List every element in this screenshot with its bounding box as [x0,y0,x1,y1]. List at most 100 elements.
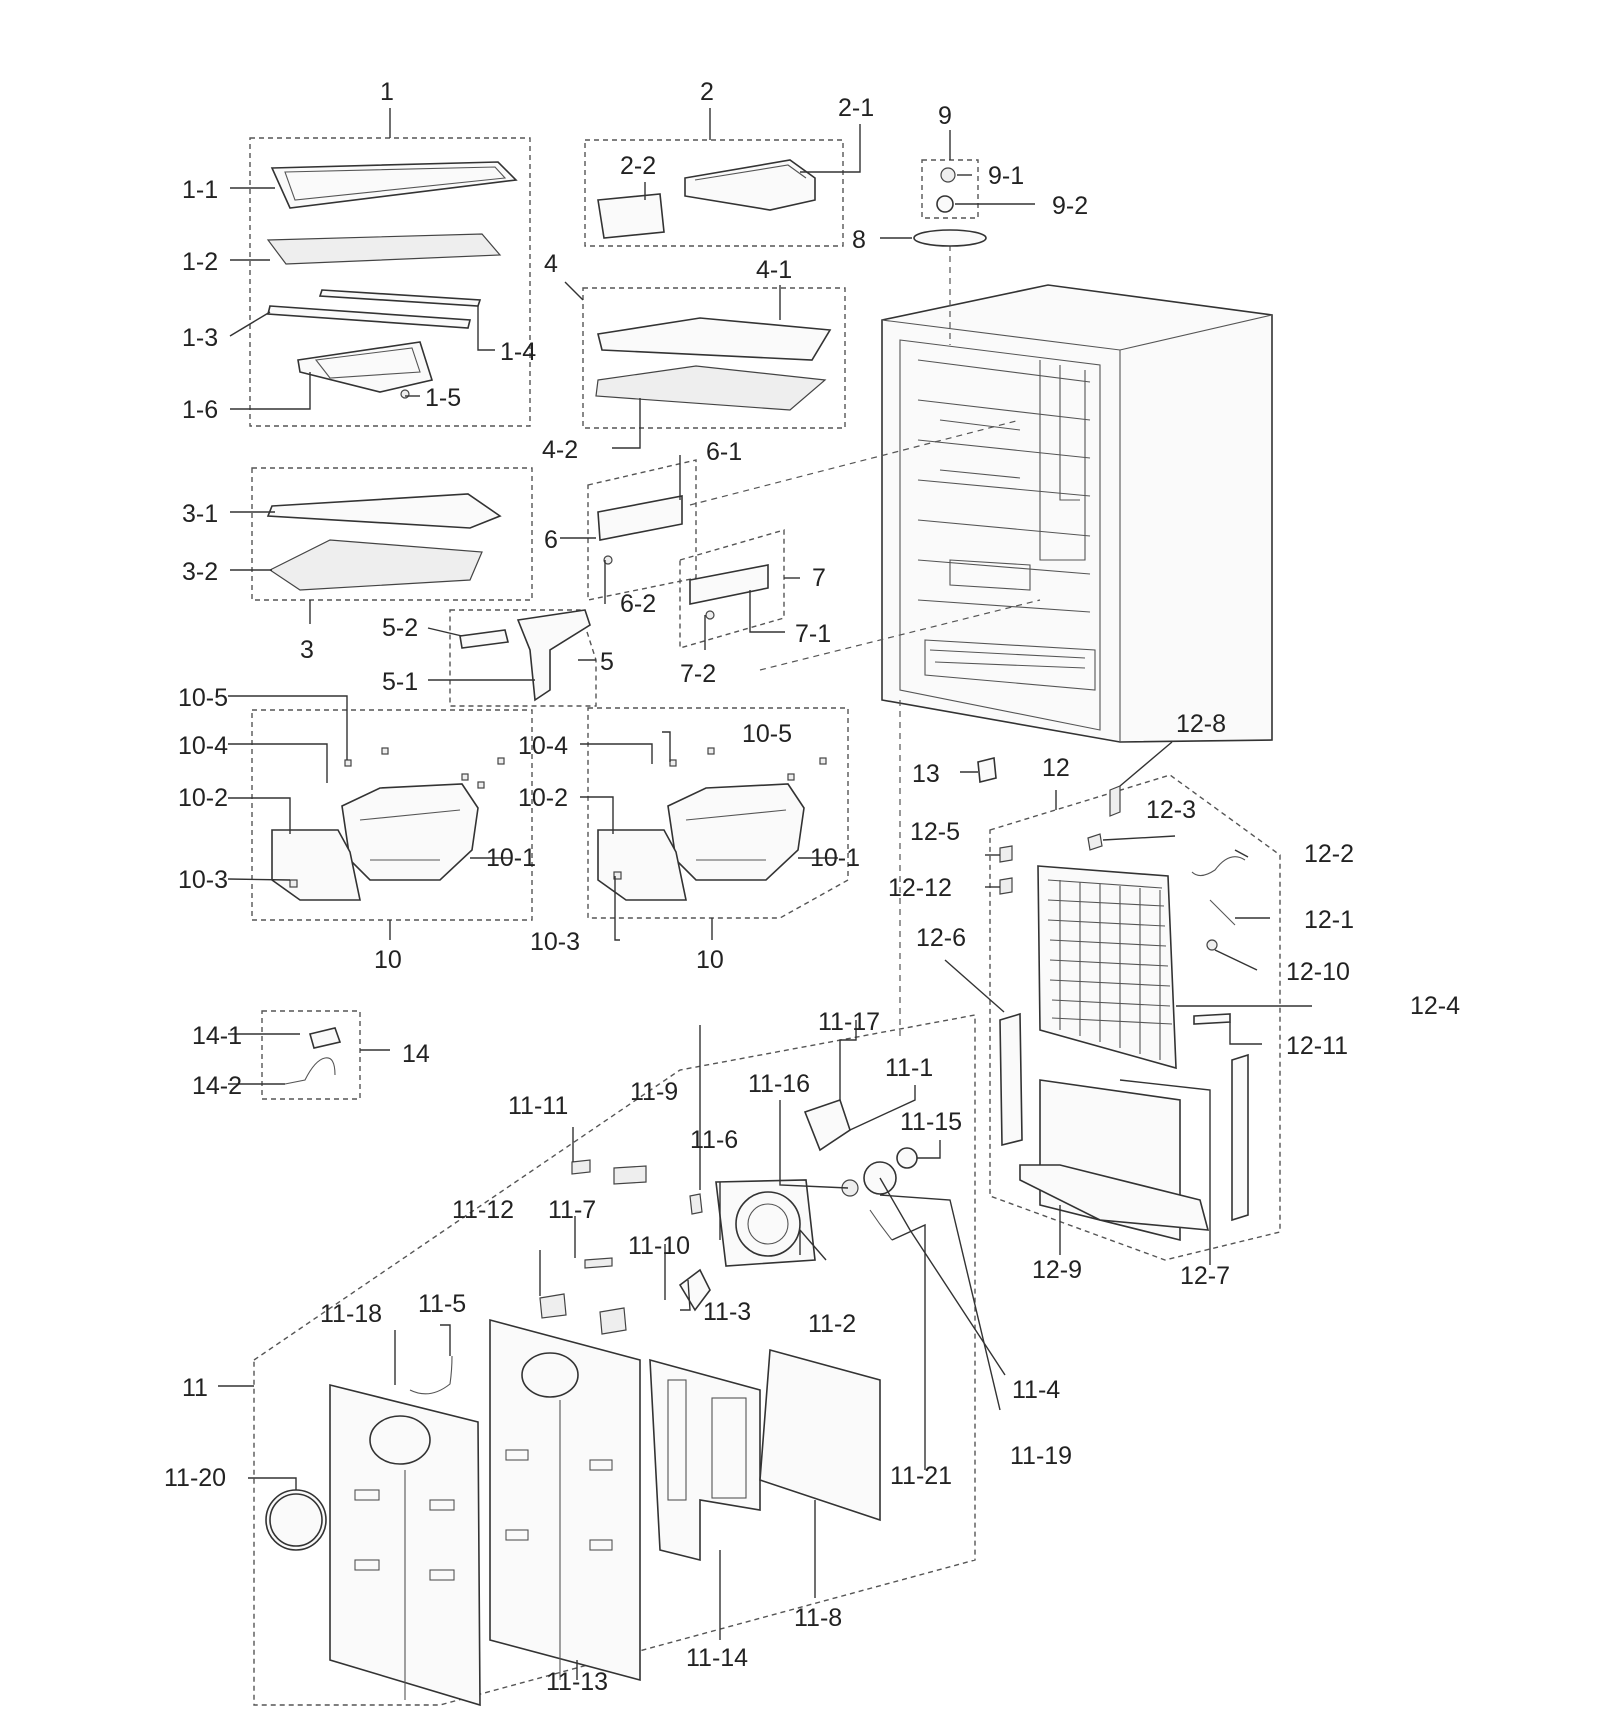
part-11-7 [584,1257,613,1269]
callout-4-2: 4-2 [542,436,578,464]
group-7-box [679,529,785,649]
wire-11-21 [869,1209,893,1241]
callout-12-9: 12-9 [1032,1256,1082,1284]
callout-12-1: 12-1 [1304,906,1354,934]
callout-3: 3 [300,636,314,664]
group-4-box [582,287,846,429]
glass-4-2 [595,365,827,411]
rail-12-6-right [1231,1053,1249,1222]
cover-6-1 [597,495,683,541]
callout-10-1-left: 10-1 [486,844,536,872]
callout-11-16: 11-16 [748,1070,810,1098]
callout-11-20: 11-20 [164,1464,226,1492]
callout-11-14: 11-14 [686,1644,748,1672]
callout-11-8: 11-8 [794,1604,842,1632]
ring-11-20-inner [269,1493,323,1547]
callout-12-2: 12-2 [1304,840,1354,868]
part-13 [977,756,997,784]
small-parts-10 [289,747,827,888]
cover-11-13 [489,1318,641,1682]
wire-11-5 [409,1355,453,1395]
callout-13: 13 [912,760,940,788]
callout-1-5: 1-5 [425,384,461,412]
callout-14-1: 14-1 [192,1022,242,1050]
lamp-cover-8 [913,229,987,247]
callout-2-1: 2-1 [838,94,874,122]
callout-6-2: 6-2 [620,590,656,618]
fan-bracket-11-6 [715,1179,816,1267]
callout-10-2-left: 10-2 [178,784,228,812]
leader-lines [218,108,1312,1680]
callout-12-7: 12-7 [1180,1262,1230,1290]
callout-6-1: 6-1 [706,438,742,466]
glass-1-2 [266,233,502,265]
callout-10-4-right: 10-4 [518,732,568,760]
callout-2-2: 2-2 [620,152,656,180]
callout-1-4: 1-4 [500,338,536,366]
callout-5-2: 5-2 [382,614,418,642]
group-10-left-box [251,709,533,921]
part-11-9-clip [689,1193,703,1215]
pad-11-12 [539,1293,567,1319]
shelf-3-1 [266,493,502,529]
wire-12-2 [1191,856,1246,877]
callout-12-5: 12-5 [910,818,960,846]
part-12-10 [1206,939,1218,951]
rail-1-4 [318,289,482,307]
plate-11-8 [759,1348,881,1522]
callout-14-2: 14-2 [192,1072,242,1100]
part-11-9 [613,1165,647,1185]
group-14-box [261,1010,361,1100]
group-2-box [584,139,844,247]
callout-11: 11 [182,1374,208,1402]
callout-10-4-left: 10-4 [178,732,228,760]
part-12-5 [999,845,1013,863]
cover-7-1 [689,564,769,605]
callout-11-1: 11-1 [885,1054,933,1082]
callout-11-17: 11-17 [818,1008,880,1036]
callout-11-21: 11-21 [890,1462,952,1490]
callout-11-4: 11-4 [1012,1376,1060,1404]
socket-9-1 [940,167,956,183]
callout-12: 12 [1042,754,1070,782]
callout-10-3-right: 10-3 [530,928,580,956]
bracket-5-1 [516,609,591,702]
callout-11-10: 11-10 [628,1232,690,1260]
callout-12-10: 12-10 [1286,958,1350,986]
sensor-12-1 [1209,899,1236,926]
callout-3-1: 3-1 [182,500,218,528]
callout-11-3: 11-3 [703,1298,751,1326]
wire-14-2 [284,1057,336,1085]
callout-7-1: 7-1 [795,620,831,648]
callout-labels: 1 1-1 1-2 1-3 1-4 1-5 1-6 2 2-1 2-2 3 3-… [164,78,1460,1696]
callout-10-5-left: 10-5 [178,684,228,712]
crisper-10-1-right [667,783,805,881]
bracket-5-2 [459,629,509,649]
rail-1-3 [266,305,472,329]
callout-12-11: 12-11 [1286,1032,1348,1060]
callout-9-2: 9-2 [1052,192,1088,220]
callout-3-2: 3-2 [182,558,218,586]
evaporator-12-4 [1037,865,1177,1070]
callout-11-15: 11-15 [900,1108,962,1136]
callout-1-2: 1-2 [182,248,218,276]
callout-7-2: 7-2 [680,660,716,688]
part-11-11 [571,1159,591,1175]
callout-11-11: 11-11 [508,1092,568,1120]
group-11-box [253,1014,976,1706]
callout-5-1: 5-1 [382,668,418,696]
callout-11-9: 11-9 [630,1078,678,1106]
callout-12-4: 12-4 [1410,992,1460,1020]
part-11-15 [896,1147,918,1169]
fan-motor-11-1 [803,1098,851,1152]
rail-12-6 [999,1012,1023,1147]
part-12-8 [1109,785,1121,817]
glass-3-2 [268,539,483,591]
screw-6-2 [603,555,613,565]
heater-12-11 [1193,1013,1231,1025]
callout-7: 7 [812,564,826,592]
cover-11-18 [329,1383,481,1707]
callout-12-3: 12-3 [1146,796,1196,824]
crisper-front-10-2-right [597,829,687,901]
callout-12-8: 12-8 [1176,710,1226,738]
